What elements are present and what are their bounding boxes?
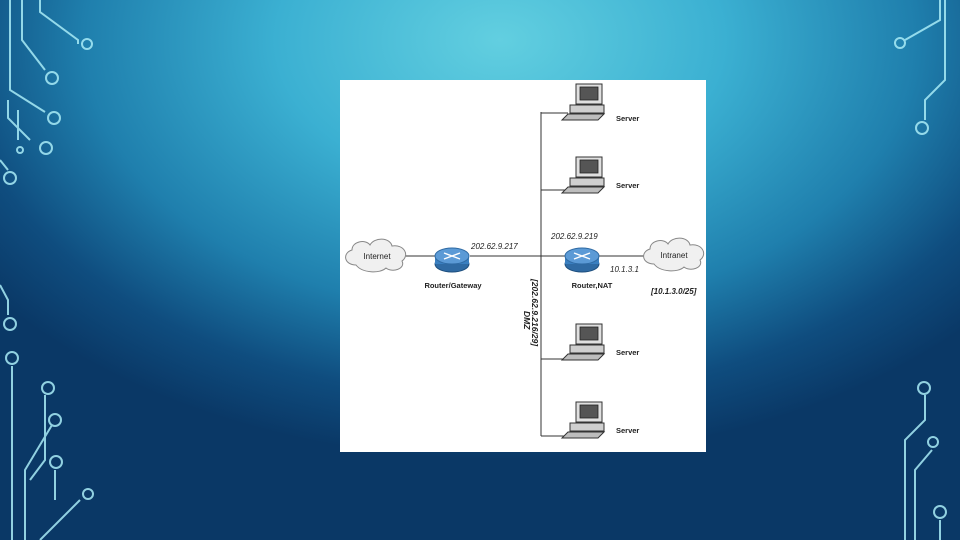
server-2-icon: [561, 156, 605, 194]
intranet-subnet: [10.1.3.0/25]: [650, 287, 697, 296]
server-1-icon: [561, 83, 605, 121]
internet-label: Internet: [363, 252, 391, 261]
nat-outer-ip: 202.62.9.219: [550, 232, 598, 241]
intranet-label: Intranet: [660, 251, 688, 260]
dmz-subnet: [202.62.9.216/29]: [530, 278, 540, 347]
server-1-label: Server: [616, 114, 639, 123]
router-gateway-label: Router/Gateway: [424, 281, 482, 290]
diagram-frame: Internet Intranet Router/Gateway Router,…: [340, 80, 706, 452]
dmz-label: DMZ: [522, 311, 532, 330]
server-3-icon: [561, 323, 605, 361]
gateway-ip: 202.62.9.217: [470, 242, 518, 251]
server-2-label: Server: [616, 181, 639, 190]
router-nat-label: Router,NAT: [572, 281, 613, 290]
server-3-label: Server: [616, 348, 639, 357]
nat-inner-ip: 10.1.3.1: [610, 265, 639, 274]
network-diagram: Internet Intranet Router/Gateway Router,…: [345, 83, 705, 439]
router-nat-icon: [564, 247, 600, 273]
router-gateway-icon: [434, 247, 470, 273]
server-4-icon: [561, 401, 605, 439]
server-4-label: Server: [616, 426, 639, 435]
